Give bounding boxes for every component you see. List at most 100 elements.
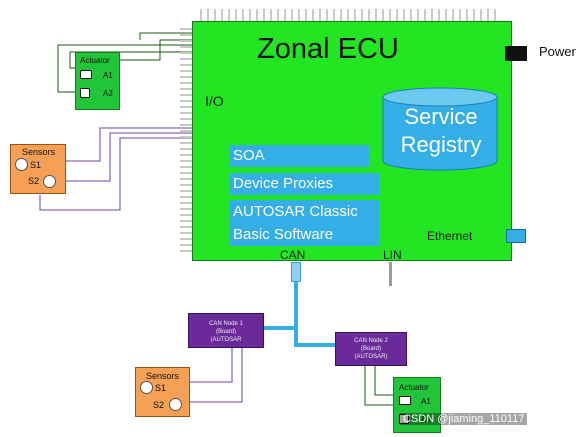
autosar-line2: Basic Software — [233, 226, 334, 243]
actuator-top: Actuator A1 A2 — [75, 52, 120, 110]
ecu-pin — [277, 9, 279, 21]
ecu-title: Zonal ECU — [257, 33, 399, 65]
ecu-pin — [180, 34, 192, 36]
ecu-pin — [480, 9, 482, 21]
ecu-pin — [180, 214, 192, 216]
actuator-top-a1-icon — [80, 70, 92, 79]
service-registry-cylinder — [382, 87, 498, 171]
autosar-line1: AUTOSAR Classic — [233, 203, 358, 220]
ecu-pin — [347, 9, 349, 21]
ecu-pin — [180, 172, 192, 174]
sensors-left-s2: S2 — [28, 176, 40, 186]
ecu-pin — [180, 28, 192, 30]
can-node-1-line1: CAN Node 1 — [209, 321, 243, 327]
sensors-bottom-s1: S1 — [155, 383, 167, 393]
sensors-left-s1: S1 — [30, 160, 42, 170]
ecu-pin — [256, 9, 258, 21]
actuator-bottom: Actuator A1 A2 — [393, 377, 441, 433]
sensors-bottom-title: Sensors — [146, 371, 180, 381]
sensors-left: Sensors S1 S2 — [10, 144, 66, 194]
ecu-pin — [180, 226, 192, 228]
ecu-pin — [263, 9, 265, 21]
ecu-pin — [180, 58, 192, 60]
actuator-bottom-a2: A2 — [421, 415, 431, 424]
wire-sensor-bottom-1 — [188, 348, 233, 383]
sensors-bottom-s2: S2 — [153, 400, 165, 410]
io-label: I/O — [205, 93, 224, 109]
service-registry-line2: Registry — [400, 132, 482, 157]
can-node-1-line3: (AUTOSAR — [210, 337, 242, 343]
ethernet-port — [506, 229, 526, 243]
can-node-2-line2: (Board) — [360, 346, 381, 352]
ecu-pin — [291, 9, 293, 21]
actuator-top-a2: A2 — [103, 89, 113, 98]
ecu-pin — [221, 9, 223, 21]
soa-block: SOA — [229, 145, 369, 167]
can-node-2: CAN Node 2 (Board) (AUTOSAR) — [335, 332, 407, 366]
ecu-pin — [214, 9, 216, 21]
ecu-pin — [207, 9, 209, 21]
actuator-bottom-a1-icon — [399, 396, 411, 405]
ecu-pin — [284, 9, 286, 21]
ecu-pin — [249, 9, 251, 21]
can-node-2-line1: CAN Node 2 — [354, 338, 388, 344]
ecu-pin — [180, 196, 192, 198]
ethernet-label: Ethernet — [427, 229, 473, 243]
ecu-pin — [180, 220, 192, 222]
ecu-pin — [382, 9, 384, 21]
ecu-pin — [368, 9, 370, 21]
ecu-pin — [452, 9, 454, 21]
ecu-pin — [180, 178, 192, 180]
ecu-pin — [319, 9, 321, 21]
ecu-pin — [375, 9, 377, 21]
ecu-pin — [180, 124, 192, 126]
ecu-pin — [180, 76, 192, 78]
ecu-pin — [200, 9, 202, 21]
ecu-pin — [361, 9, 363, 21]
actuator-top-title: Actuator — [80, 56, 110, 65]
actuator-bottom-a2-icon — [399, 414, 409, 424]
ecu-pin — [333, 9, 335, 21]
ecu-pin — [180, 160, 192, 162]
ecu-pin — [180, 232, 192, 234]
ecu-pin — [180, 166, 192, 168]
can-port — [291, 262, 301, 282]
gauge-icon — [15, 158, 28, 171]
wire-actuator-top-1 — [139, 32, 192, 40]
can-node-1-line2: (Board) — [215, 329, 236, 335]
ecu-pin — [180, 184, 192, 186]
wire-actuator-bottom-1 — [364, 365, 393, 406]
power-port — [505, 46, 527, 61]
ecu-pin — [389, 9, 391, 21]
wave-icon — [43, 175, 56, 188]
wire-sensor-left-1 — [64, 127, 192, 162]
actuator-top-a2-icon — [80, 88, 90, 98]
ecu-pin — [180, 112, 192, 114]
ecu-pin — [180, 148, 192, 150]
autosar-classic-block: AUTOSAR Classic Basic Software — [229, 200, 379, 246]
ecu-pin — [180, 250, 192, 252]
ecu-pin — [417, 9, 419, 21]
actuator-bottom-a1: A1 — [421, 397, 431, 406]
can-label: CAN — [280, 248, 306, 262]
ecu-pin — [180, 46, 192, 48]
ecu-pin — [180, 202, 192, 204]
wire-sensor-bottom-2 — [188, 348, 243, 403]
ecu-pin — [180, 118, 192, 120]
actuator-bottom-title: Actuator — [399, 383, 429, 392]
wire-sensor-left-3 — [39, 137, 192, 211]
ecu-pin — [326, 9, 328, 21]
ecu-pin — [410, 9, 412, 21]
ecu-pin — [235, 9, 237, 21]
ecu-pin — [312, 9, 314, 21]
ecu-pin — [445, 9, 447, 21]
ecu-pin — [438, 9, 440, 21]
wave-icon — [169, 398, 182, 411]
ecu-pin — [424, 9, 426, 21]
ecu-pin — [459, 9, 461, 21]
power-label: Power — [539, 44, 576, 59]
ecu-pin — [180, 88, 192, 90]
wire-actuator-top-3 — [57, 44, 192, 93]
ecu-pin — [340, 9, 342, 21]
wire-sensor-left-2 — [64, 132, 192, 182]
